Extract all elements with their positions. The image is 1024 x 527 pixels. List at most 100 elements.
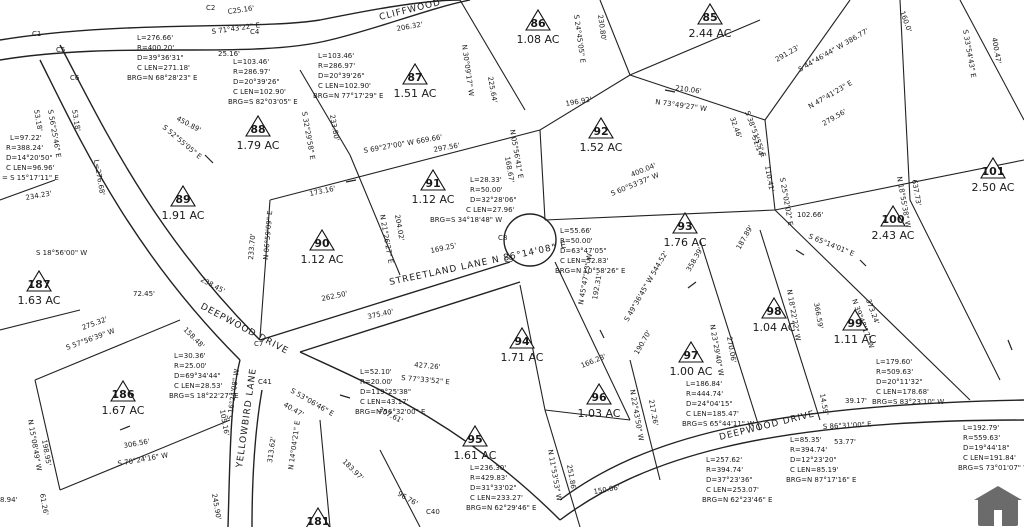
dimension-label: C LEN=52.83' — [560, 257, 609, 265]
lot-acreage: 1.71 AC — [500, 351, 543, 364]
lot-98[interactable]: 981.04 AC — [752, 296, 796, 334]
dimension-label: L=55.66' — [560, 227, 592, 235]
lot-marker-icon — [402, 62, 428, 85]
lot-88[interactable]: 88 1.79 AC — [236, 114, 280, 152]
lot-number: 88 — [250, 123, 265, 136]
dimension-label: BRG=N 87°17'16" E — [786, 476, 856, 484]
dimension-label: 262.50' — [321, 290, 349, 303]
dimension-label: L=103.46' — [233, 58, 269, 66]
dimension-label: 245.90' — [210, 493, 222, 520]
lot-94[interactable]: 94 1.71 AC — [500, 326, 544, 364]
dimension-label: D=24°04'15" — [686, 400, 733, 408]
dimension-label: 251.86' — [565, 464, 577, 491]
curve-id-label: C8 — [498, 234, 507, 242]
lot-labels: 852.44 AC 86 1.08 AC 871.51 AC 88 1.79 AC 891.… — [17, 2, 1015, 527]
dimension-label: BRG=S 34°18'48" W — [430, 216, 502, 224]
curve-id-label: C2 — [206, 4, 215, 12]
dimension-label: S 44°46'44" W 386.77' — [797, 27, 870, 74]
dimension-label: D=20°39'26" — [233, 78, 280, 86]
dimension-label: R=25.00' — [174, 362, 207, 370]
dimension-label: D=19°44'18" — [963, 444, 1010, 452]
dimension-label: L=52.10' — [360, 368, 392, 376]
dimension-label: S 25°02'02" E — [778, 177, 794, 226]
dimension-label: R=559.63' — [963, 434, 1000, 442]
dimension-label: BRG=S 82°03'05" E — [228, 98, 298, 106]
dimension-label: C LEN=102.90' — [318, 82, 371, 90]
dimension-label: BRG=S 65°44'11" W — [682, 420, 754, 428]
dimension-label: L=103.46' — [318, 52, 354, 60]
dimension-label: C LEN=85.19' — [790, 466, 839, 474]
dimension-label: N 14°04'21" E — [287, 420, 302, 470]
dimension-label: 230.80' — [596, 14, 608, 41]
dimension-label: S 77°33'52" E — [401, 374, 450, 386]
lot-acreage: 1.51 AC — [393, 87, 436, 100]
lot-number: 95 — [467, 433, 482, 446]
dimension-label: C LEN=233.27' — [470, 494, 523, 502]
lot-89[interactable]: 891.91 AC — [161, 184, 205, 222]
dimension-label: BRG=N 62°23'46" E — [702, 496, 772, 504]
lot-93[interactable]: 931.76 AC — [663, 211, 707, 249]
lot-86[interactable]: 86 1.08 AC — [516, 8, 560, 46]
lot-marker-icon — [588, 116, 614, 139]
lot-acreage: 1.67 AC — [101, 404, 144, 417]
dimension-label: 234.23' — [25, 189, 52, 201]
dimension-label: 183.97' — [341, 458, 365, 482]
dimension-label: D=31°33'02" — [470, 484, 517, 492]
dimension-label: L=97.22' — [10, 134, 42, 142]
dimension-label: 190.70' — [633, 329, 653, 356]
lot-marker-icon — [672, 211, 698, 234]
lot-acreage: 1.08 AC — [516, 33, 559, 46]
dimension-label: 53.77' — [834, 438, 856, 446]
dimension-label: 169.25' — [430, 242, 458, 255]
lot-181[interactable]: 181 — [305, 506, 331, 527]
lot-marker-icon — [697, 2, 723, 25]
dimension-label: BRG=N 10°58'26" E — [555, 267, 625, 275]
lot-number: 181 — [307, 515, 330, 527]
lot-number: 86 — [530, 17, 546, 30]
dimension-label: 166.23' — [580, 353, 608, 370]
lot-97[interactable]: 971.00 AC — [669, 340, 713, 378]
dimension-label: C LEN=28.53' — [174, 382, 223, 390]
lot-acreage: 1.79 AC — [236, 139, 279, 152]
lot-90[interactable]: 901.12 AC — [300, 228, 344, 266]
lot-acreage: 1.12 AC — [411, 193, 454, 206]
dimension-label: BRG=N 56°32'00" E — [355, 408, 425, 416]
dimension-label: S 32°29'58" E — [300, 111, 316, 160]
lot-marker-icon — [880, 204, 906, 227]
lot-87[interactable]: 871.51 AC — [393, 62, 437, 100]
dimension-label: 72.45' — [133, 290, 155, 298]
dimension-label: S 86°31'00" E — [823, 420, 872, 431]
dimension-label: S 56°25'46" E — [46, 109, 62, 158]
dimension-label: 366.59' — [812, 302, 824, 329]
dimension-label: L=257.62' — [706, 456, 742, 464]
dimension-label: D=14°20'50" — [6, 154, 53, 162]
direction-arrows — [119, 89, 1013, 431]
lot-91[interactable]: 911.12 AC — [411, 168, 455, 206]
lot-95[interactable]: 95 1.61 AC — [453, 424, 497, 462]
dimension-label: N 06°59'09" E — [262, 210, 274, 260]
lot-number: 94 — [514, 335, 530, 348]
lot-acreage: 1.91 AC — [161, 209, 204, 222]
dimension-label: S 49°36'45" W 544.52' — [623, 250, 670, 323]
lot-number: 93 — [677, 220, 692, 233]
lot-acreage: 1.61 AC — [453, 449, 496, 462]
dimension-label: 8.94' — [0, 496, 18, 504]
dimension-label: 53.18' — [32, 109, 44, 132]
lot-marker-icon — [420, 168, 446, 191]
lot-acreage: 1.04 AC — [752, 321, 795, 334]
lot-marker-icon — [980, 156, 1006, 179]
lot-99[interactable]: 991.11 AC — [833, 308, 877, 346]
lot-92[interactable]: 921.52 AC — [579, 116, 623, 154]
dimension-label: L=85.35' — [790, 436, 822, 444]
lot-number: 97 — [683, 349, 698, 362]
lot-96[interactable]: 961.03 AC — [577, 382, 621, 420]
lot-85[interactable]: 852.44 AC — [688, 2, 732, 40]
lot-number: 92 — [593, 125, 608, 138]
lot-marker-icon — [462, 424, 488, 447]
dimension-label: 279.56' — [821, 108, 848, 128]
